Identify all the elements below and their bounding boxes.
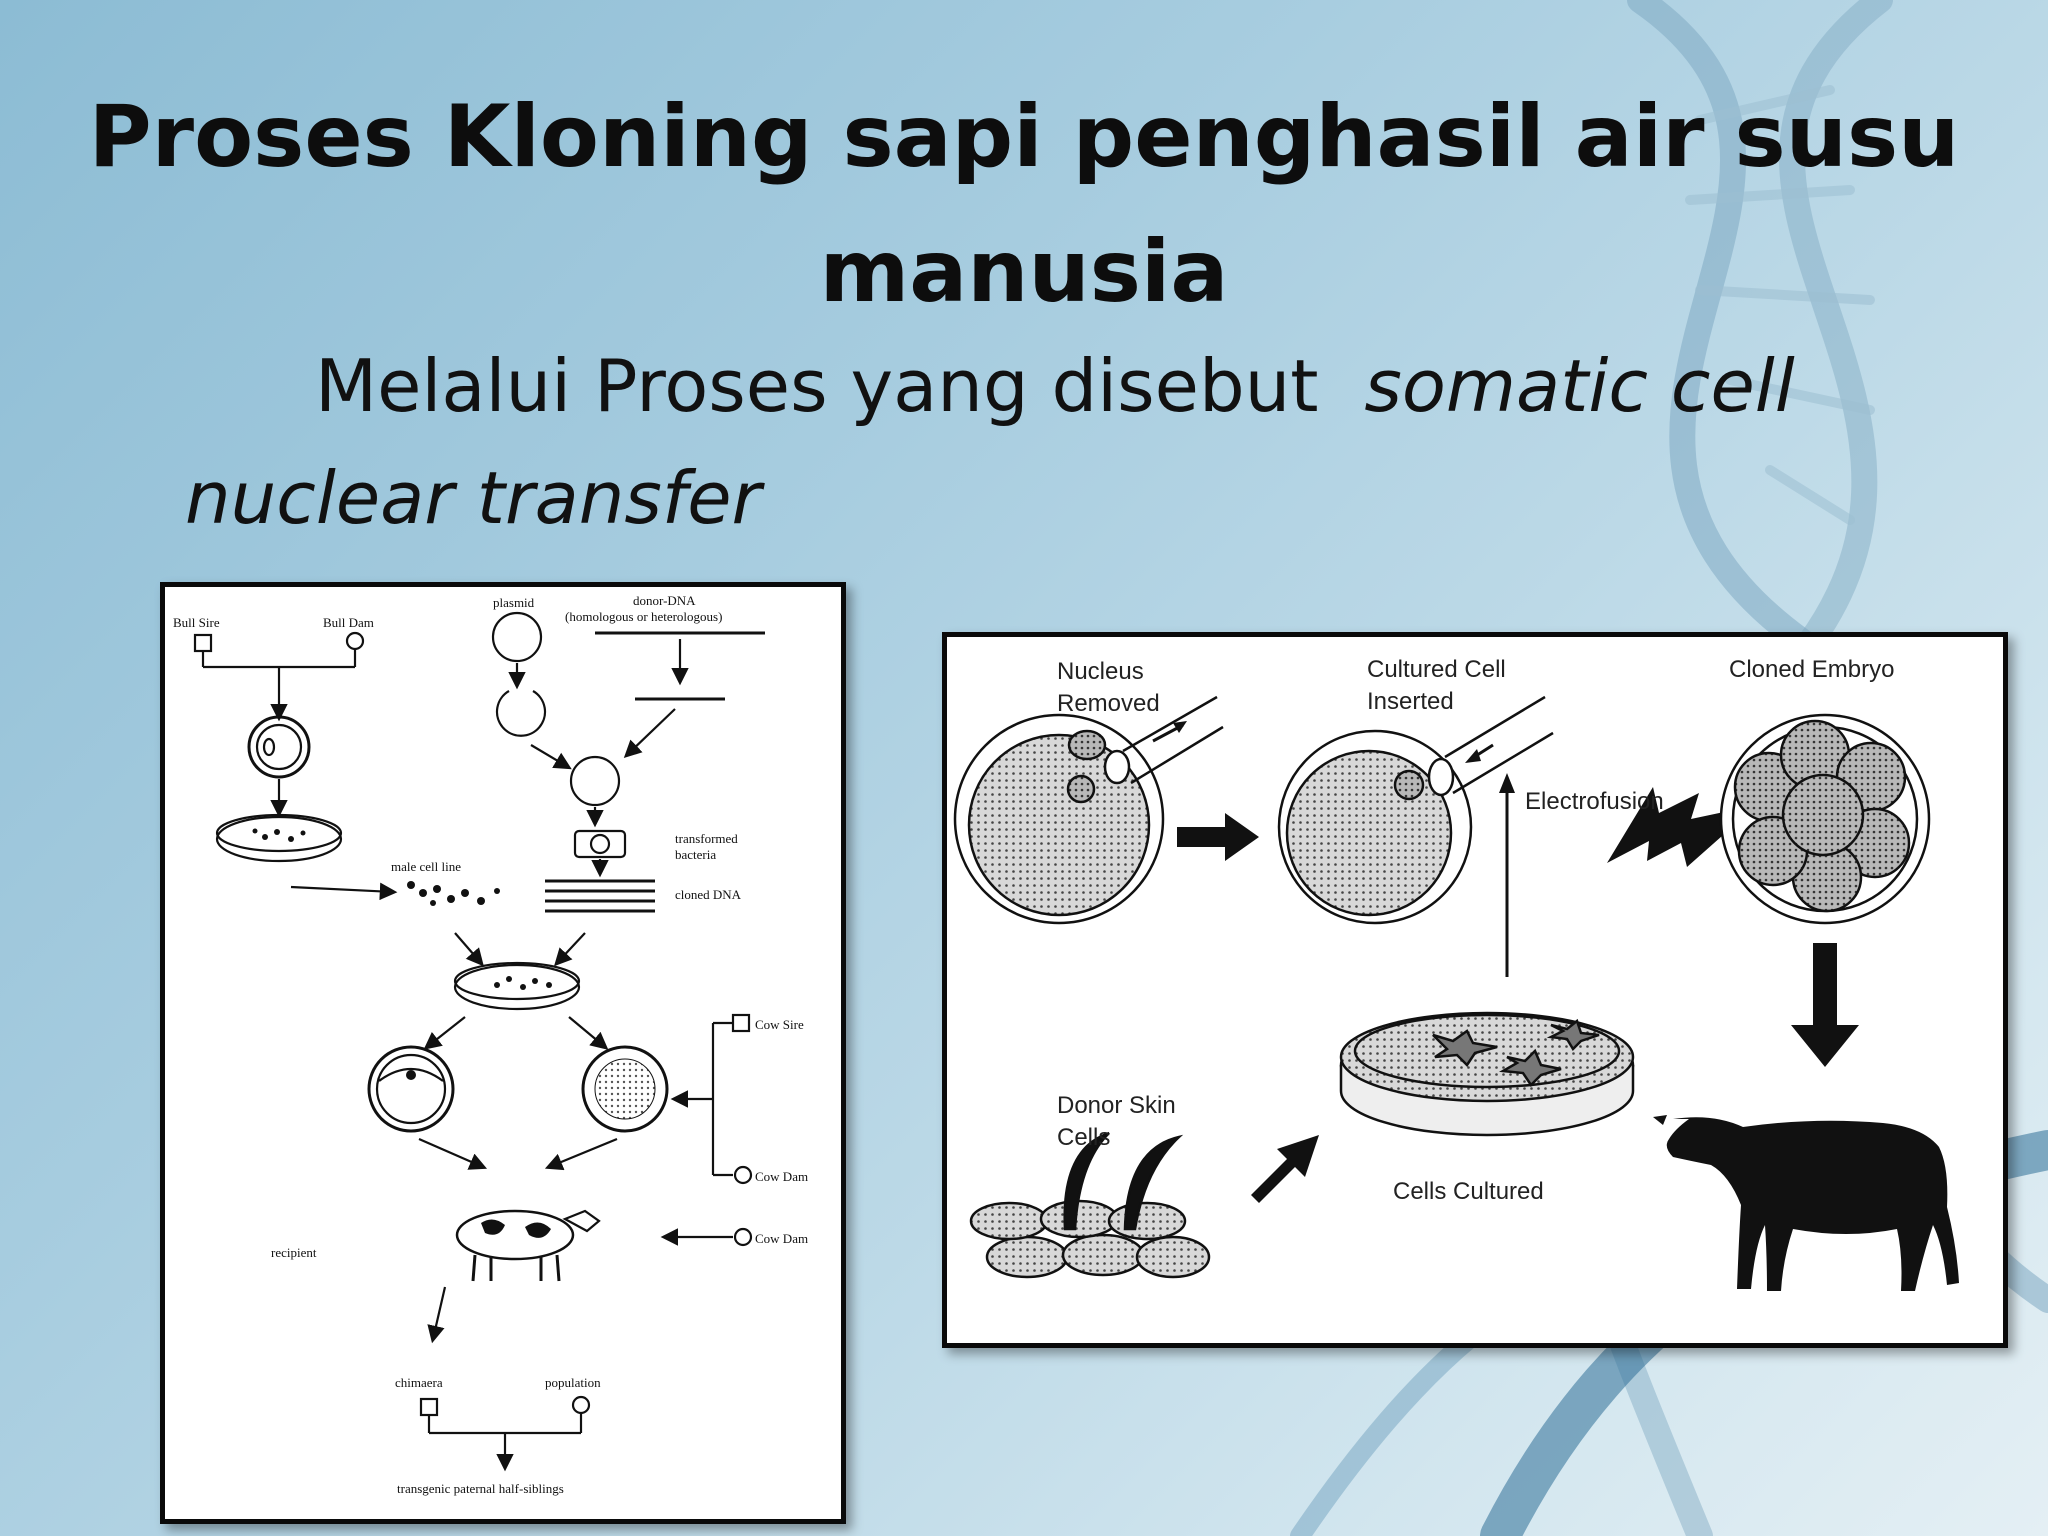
label-recipient: recipient xyxy=(271,1245,317,1260)
label-cloned-embryo: Cloned Embryo xyxy=(1729,656,1894,683)
population-circle-symbol xyxy=(571,1395,591,1415)
label-plasmid: plasmid xyxy=(493,595,535,610)
label-donor-skin: Donor Skin xyxy=(1057,1092,1176,1119)
enucleated-egg-icon xyxy=(953,695,1224,925)
label-donor-dna-note: (homologous or heterologous) xyxy=(565,609,722,624)
step-arrow-1 xyxy=(1177,813,1259,861)
transformed-bacteria-icon xyxy=(573,829,627,859)
skin-to-dish-arrow xyxy=(1251,1135,1319,1203)
label-male-cell-line: male cell line xyxy=(391,859,461,874)
donor-skin-cells-icon xyxy=(969,1131,1211,1279)
recombinant-plasmid-icon xyxy=(569,755,621,807)
cloned-embryo-icon xyxy=(1719,713,1931,925)
cow-dam-circle-symbol xyxy=(733,1165,753,1185)
label-cow-sire: Cow Sire xyxy=(755,1017,804,1032)
slide-subtitle: Melalui Proses yang disebut somatic cell… xyxy=(185,330,1885,554)
cow-dam-2-circle-symbol xyxy=(733,1227,753,1247)
cloned-bull-icon xyxy=(1653,1115,1959,1291)
culture-dish-icon xyxy=(1339,1011,1635,1137)
transfection-dish-icon xyxy=(453,963,581,1011)
subtitle-text: Melalui Proses yang disebut xyxy=(315,344,1319,428)
es-cell-mass-icon xyxy=(581,1045,669,1133)
transgenic-breeding-diagram: Bull Sire Bull Dam plasmid donor-DNA (ho… xyxy=(160,582,846,1524)
label-half-siblings: transgenic paternal half-siblings xyxy=(397,1481,564,1496)
label-cells-cultured: Cells Cultured xyxy=(1393,1178,1544,1205)
label-electrofusion: Electrofusion xyxy=(1525,788,1664,815)
electrofusion-bolt-icon xyxy=(1607,787,1757,867)
label-removed: Removed xyxy=(1057,690,1160,717)
label-cow-dam-1: Cow Dam xyxy=(755,1169,808,1184)
label-transformed: transformed xyxy=(675,831,738,846)
label-bull-dam: Bull Dam xyxy=(323,615,374,630)
label-donor-dna: donor-DNA xyxy=(633,593,696,608)
subtitle-emphasis: somatic cell nuclear transfer xyxy=(185,344,1795,540)
label-nucleus: Nucleus xyxy=(1057,658,1144,685)
label-chimaera: chimaera xyxy=(395,1375,443,1390)
bull-dam-circle-symbol xyxy=(345,631,365,651)
label-bull-sire: Bull Sire xyxy=(173,615,220,630)
slide-title: Proses Kloning sapi penghasil air susu m… xyxy=(88,87,1960,322)
oocyte-icon xyxy=(247,715,311,779)
blastocyst-icon xyxy=(367,1045,455,1133)
bull-sire-square-symbol xyxy=(193,633,213,653)
label-population: population xyxy=(545,1375,601,1390)
plasmid-icon xyxy=(491,611,543,663)
label-inserted: Inserted xyxy=(1367,688,1454,715)
label-cloned-dna: cloned DNA xyxy=(675,887,742,902)
label-cultured-cell: Cultured Cell xyxy=(1367,656,1506,683)
cloned-dna-icon xyxy=(545,879,655,913)
label-cells: Cells xyxy=(1057,1124,1110,1151)
cell-inserted-egg-icon xyxy=(1277,695,1554,925)
label-bacteria: bacteria xyxy=(675,847,716,862)
male-cell-dish-icon xyxy=(215,815,343,863)
cow-sire-square-symbol xyxy=(731,1013,751,1033)
down-arrow xyxy=(1791,943,1859,1067)
scnt-process-diagram: Nucleus Removed Cultured Cell Inserted C… xyxy=(942,632,2008,1348)
recipient-cow-icon xyxy=(455,1209,601,1282)
chimaera-square-symbol xyxy=(419,1397,439,1417)
label-cow-dam-2: Cow Dam xyxy=(755,1231,808,1246)
